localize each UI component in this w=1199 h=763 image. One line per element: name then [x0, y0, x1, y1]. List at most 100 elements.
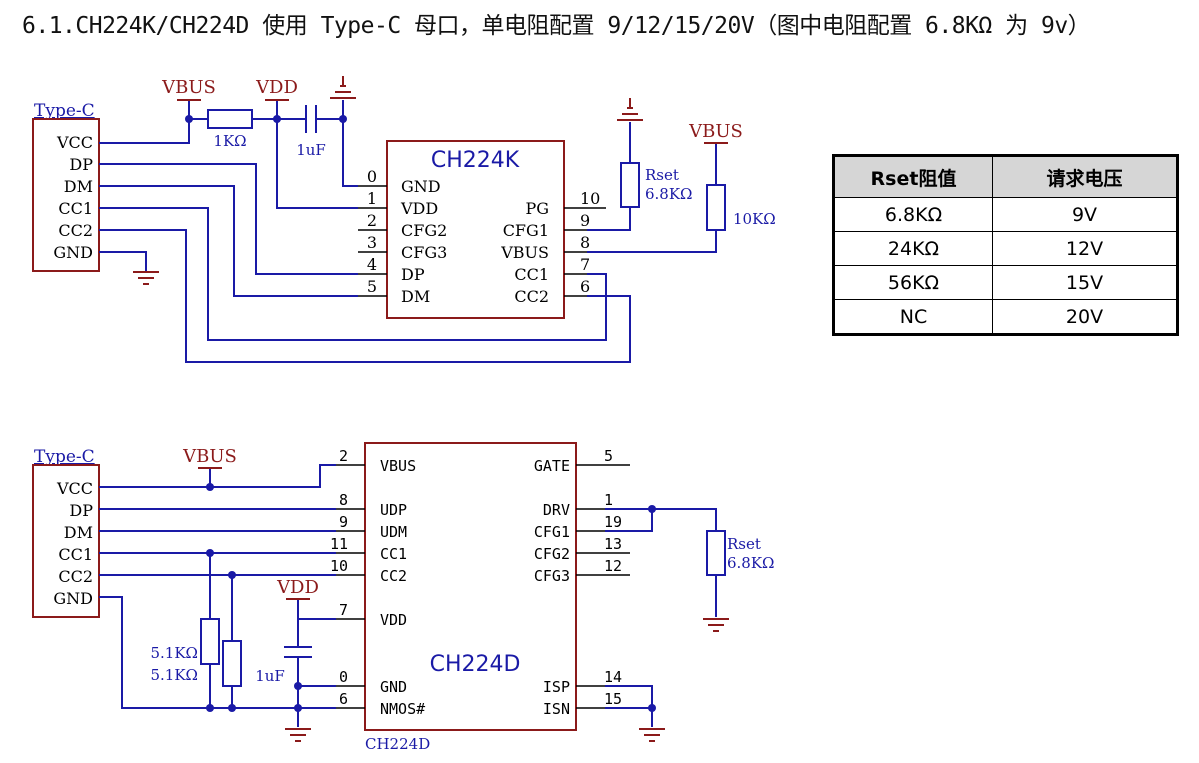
pin-number: 1: [367, 189, 377, 208]
pin-number: 0: [339, 668, 348, 686]
top-r10k-label: 10KΩ: [733, 210, 776, 228]
pin-label-dp: DP: [69, 501, 93, 520]
pin-label-cc1: CC1: [58, 545, 93, 564]
table-row: 6.8KΩ 9V: [833, 197, 1178, 232]
pin-name: VDD: [400, 199, 438, 218]
pin-number: 10: [580, 189, 600, 208]
bottom-vbus-label: VBUS: [182, 446, 237, 467]
bottom-rset-value: 6.8KΩ: [727, 554, 775, 572]
bottom-r51b-label: 5.1KΩ: [151, 666, 199, 684]
top-chip-name: CH224K: [431, 148, 520, 173]
bottom-chip-right-pins: 5 1 19 13 12 14 15 GATE DRV CFG1 CFG2 CF…: [534, 447, 630, 718]
pin-number: 5: [604, 447, 613, 465]
pin-number: 13: [604, 535, 622, 553]
table-cell: 9V: [992, 197, 1178, 232]
pin-number: 4: [367, 255, 377, 274]
pin-name: CC2: [380, 567, 407, 585]
rset-voltage-table: Rset阻值 请求电压 6.8KΩ 9V 24KΩ 12V 56KΩ 15V N…: [832, 154, 1179, 336]
top-capacitor-1uf: [305, 105, 317, 133]
top-gnd-symbol-rset: [616, 107, 644, 121]
pin-number: 7: [339, 601, 348, 619]
bottom-gnd-symbol-right: [638, 728, 666, 742]
bottom-wires: [99, 464, 717, 727]
pin-name: ISN: [543, 700, 570, 718]
pin-name: CFG2: [401, 221, 447, 240]
table-cell: 20V: [992, 299, 1178, 335]
pin-number: 12: [604, 557, 622, 575]
top-resistor-10k: [706, 184, 726, 231]
top-vdd-label: VDD: [255, 77, 298, 98]
pin-name: NMOS#: [380, 700, 425, 718]
top-vbus2-label: VBUS: [688, 121, 743, 142]
pin-name: DRV: [543, 501, 570, 519]
pin-number: 10: [330, 557, 348, 575]
pin-label-cc2: CC2: [58, 567, 93, 586]
pin-name: GND: [380, 678, 407, 696]
pin-number: 11: [330, 535, 348, 553]
bottom-schematic: Type-C VCC DP DM CC1 CC2 GND: [32, 442, 775, 753]
pin-name: CFG3: [534, 567, 570, 585]
bottom-gnd-symbol-rset: [702, 618, 730, 632]
top-resistor-rset: [620, 162, 640, 208]
bottom-connector-label: Type-C: [34, 447, 95, 467]
pin-name: GND: [401, 177, 441, 196]
bottom-c-label: 1uF: [255, 667, 285, 685]
table-cell: 6.8KΩ: [833, 197, 993, 232]
top-chip-right-pins: 10 9 8 7 6 PG CFG1 VBUS CC1 CC2: [500, 189, 606, 306]
pin-number: 8: [339, 491, 348, 509]
bottom-capacitor-1uf: [284, 646, 312, 658]
table-cell: 24KΩ: [833, 231, 993, 266]
pin-number: 9: [580, 211, 590, 230]
pin-name: VBUS: [500, 243, 549, 262]
pin-name: CFG2: [534, 545, 570, 563]
table-cell: 56KΩ: [833, 265, 993, 300]
pin-label-gnd: GND: [53, 589, 93, 608]
pin-label-vcc: VCC: [56, 479, 93, 498]
top-wires: [99, 100, 717, 363]
bottom-chip-left-pins: 2 8 9 11 10 7 0 6 VBUS UDP UDM CC1 CC2 V…: [330, 447, 425, 718]
top-gnd-symbol-connector: [132, 271, 160, 285]
pin-number: 15: [604, 690, 622, 708]
bottom-resistor-5k1-b: [222, 640, 242, 687]
pin-name: GATE: [534, 457, 570, 475]
table-header: Rset阻值: [833, 155, 993, 198]
pin-label-dm: DM: [64, 523, 93, 542]
bottom-connector-pins: VCC DP DM CC1 CC2 GND: [53, 479, 93, 608]
table-cell: 12V: [992, 231, 1178, 266]
pin-number: 19: [604, 513, 622, 531]
table-row: NC 20V: [833, 299, 1178, 335]
pin-name: CC2: [514, 287, 549, 306]
bottom-resistor-5k1-a: [200, 618, 220, 665]
pin-name: CC1: [380, 545, 407, 563]
pin-name: DM: [401, 287, 430, 306]
pin-number: 0: [367, 167, 377, 186]
top-chip-left-pins: 0 1 2 3 4 5 GND VDD CFG2 CFG3 DP DM: [358, 167, 447, 306]
top-c1-label: 1uF: [296, 141, 326, 159]
pin-number: 2: [339, 447, 348, 465]
top-rset-value: 6.8KΩ: [645, 185, 693, 203]
bottom-resistor-rset: [706, 530, 726, 576]
top-typec-connector: [32, 118, 100, 272]
pin-name: VBUS: [380, 457, 416, 475]
table-header: 请求电压: [992, 155, 1178, 198]
top-gnd-symbol-cap: [329, 85, 357, 99]
pin-label-dp: DP: [69, 155, 93, 174]
pin-number: 14: [604, 668, 622, 686]
pin-number: 1: [604, 491, 613, 509]
pin-number: 6: [580, 277, 590, 296]
bottom-gnd-symbol-left: [284, 728, 312, 742]
bottom-vdd-label: VDD: [276, 577, 319, 598]
top-resistor-1k: [207, 109, 253, 129]
pin-label-gnd: GND: [53, 243, 93, 262]
table-row: 24KΩ 12V: [833, 231, 1178, 266]
bottom-chip-ref: CH224D: [365, 735, 430, 753]
top-connector-pins: VCC DP DM CC1 CC2 GND: [53, 133, 93, 262]
pin-label-vcc: VCC: [56, 133, 93, 152]
top-rset-label: Rset: [645, 166, 679, 184]
pin-name: CFG1: [503, 221, 549, 240]
bottom-rset-label: Rset: [727, 535, 761, 553]
bottom-chip-name: CH224D: [430, 652, 521, 677]
top-schematic: Type-C VCC DP DM CC1 CC2 GND: [32, 76, 776, 363]
top-r1-label: 1KΩ: [213, 132, 246, 150]
